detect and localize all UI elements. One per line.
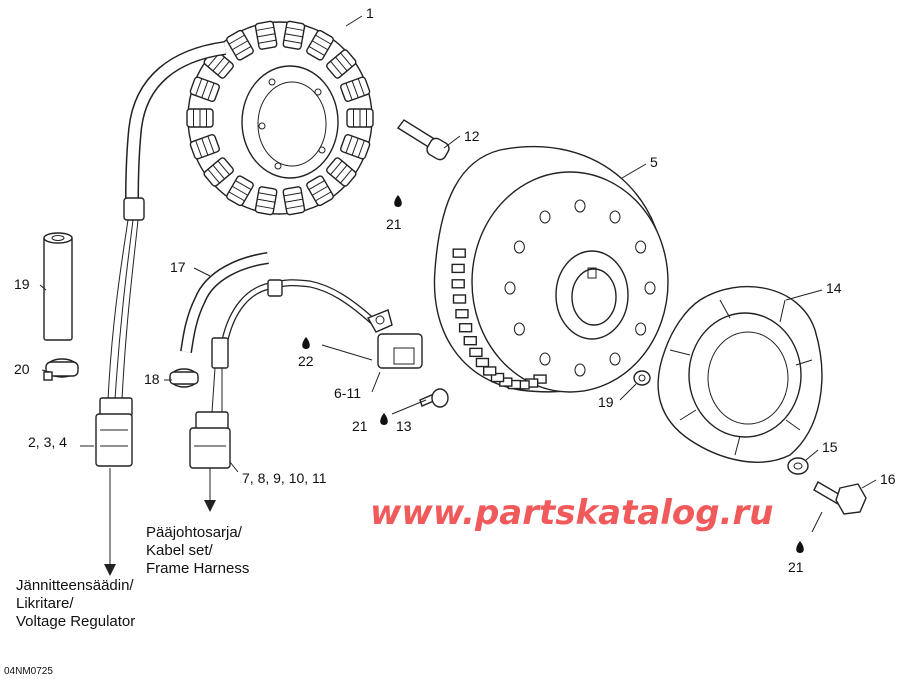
voltage-regulator-line-1: Jännitteensäädin/ xyxy=(16,577,134,594)
flywheel-hole xyxy=(539,210,551,224)
flywheel-part[interactable] xyxy=(433,145,669,393)
callout-5: 5 xyxy=(650,154,658,170)
flywheel-magnet xyxy=(490,372,505,383)
callout-20: 20 xyxy=(14,361,30,377)
flywheel-magnet xyxy=(463,335,477,346)
callout-22: 22 xyxy=(298,353,314,369)
voltage-regulator-line-3: Voltage Regulator xyxy=(16,613,135,630)
frame-harness-line-2: Kabel set/ xyxy=(146,542,214,559)
flywheel-hole xyxy=(574,363,586,377)
flywheel-holes xyxy=(504,199,656,377)
flywheel-magnet xyxy=(451,263,465,274)
clamp-20[interactable] xyxy=(43,358,79,381)
sensor-screw[interactable] xyxy=(419,388,449,408)
flywheel-magnet xyxy=(451,279,465,289)
callout-21-c: 21 xyxy=(788,559,804,575)
trigger-cover-part[interactable] xyxy=(657,285,823,463)
callout-6-11: 6-11 xyxy=(334,385,361,401)
flywheel-magnet xyxy=(469,347,483,358)
loctite-drop-icon xyxy=(380,413,388,425)
callout-labels: 1 12 21 5 14 19 20 17 18 22 6-11 21 13 1… xyxy=(14,5,896,575)
thread-locker-drops xyxy=(302,195,804,553)
flywheel-magnet xyxy=(475,357,490,368)
stator-part[interactable] xyxy=(186,20,374,216)
flywheel-magnet xyxy=(482,366,497,376)
callout-18: 18 xyxy=(144,371,160,387)
watermark: www.partskatalog.ru xyxy=(370,493,774,533)
spacer-tube[interactable] xyxy=(43,232,73,341)
callout-1: 1 xyxy=(366,5,374,21)
stator-bolt[interactable] xyxy=(396,119,451,162)
frame-harness-line-1: Pääjohtosarja/ xyxy=(146,524,243,541)
trigger-sensor[interactable] xyxy=(366,309,423,369)
callout-15: 15 xyxy=(822,439,838,455)
flywheel-washer[interactable] xyxy=(633,370,651,386)
callout-21-a: 21 xyxy=(386,216,402,232)
protective-hose[interactable] xyxy=(180,252,269,353)
flywheel-hole xyxy=(609,210,621,224)
voltage-regulator-line-2: Likritare/ xyxy=(16,595,74,612)
frame-harness-line-3: Frame Harness xyxy=(146,560,249,577)
trigger-coil-harness[interactable] xyxy=(189,279,381,469)
flywheel-hole xyxy=(574,199,586,213)
cover-washer[interactable] xyxy=(787,457,809,475)
flywheel-magnet xyxy=(452,294,467,304)
loctite-drop-icon xyxy=(302,337,310,349)
flywheel-hole xyxy=(635,240,647,254)
callout-14: 14 xyxy=(826,280,842,296)
stator-wire-harness[interactable] xyxy=(95,41,227,467)
flywheel-hole xyxy=(513,240,525,254)
flywheel-magnet xyxy=(458,323,473,333)
flywheel-hole xyxy=(504,281,516,295)
flywheel-magnet xyxy=(455,309,469,319)
flywheel-hole xyxy=(539,352,551,366)
flywheel-hole xyxy=(635,322,647,336)
callout-16: 16 xyxy=(880,471,896,487)
voltage-regulator-note: Jännitteensäädin/ Likritare/ Voltage Reg… xyxy=(16,577,135,630)
frame-harness-note: Pääjohtosarja/ Kabel set/ Frame Harness xyxy=(146,524,249,577)
flywheel-hole xyxy=(513,322,525,336)
reference-code: 04NM0725 xyxy=(4,666,53,677)
callout-17: 17 xyxy=(170,259,186,275)
flywheel-magnet xyxy=(452,248,466,258)
callout-21-b: 21 xyxy=(352,418,368,434)
callout-19-a: 19 xyxy=(14,276,30,292)
leader-lines xyxy=(39,15,877,576)
callout-12: 12 xyxy=(464,128,480,144)
cover-bolt[interactable] xyxy=(813,481,867,515)
callout-7-11: 7, 8, 9, 10, 11 xyxy=(242,470,327,486)
flywheel-hole xyxy=(644,281,656,295)
flywheel-magnets xyxy=(451,248,547,390)
flywheel-hole xyxy=(609,352,621,366)
callout-13: 13 xyxy=(396,418,412,434)
loctite-drop-icon xyxy=(796,541,804,553)
callout-2-3-4: 2, 3, 4 xyxy=(28,434,67,450)
stator-teeth xyxy=(186,20,374,216)
callout-19-b: 19 xyxy=(598,394,614,410)
loctite-drop-icon xyxy=(394,195,402,207)
clamp-18[interactable] xyxy=(169,368,199,388)
